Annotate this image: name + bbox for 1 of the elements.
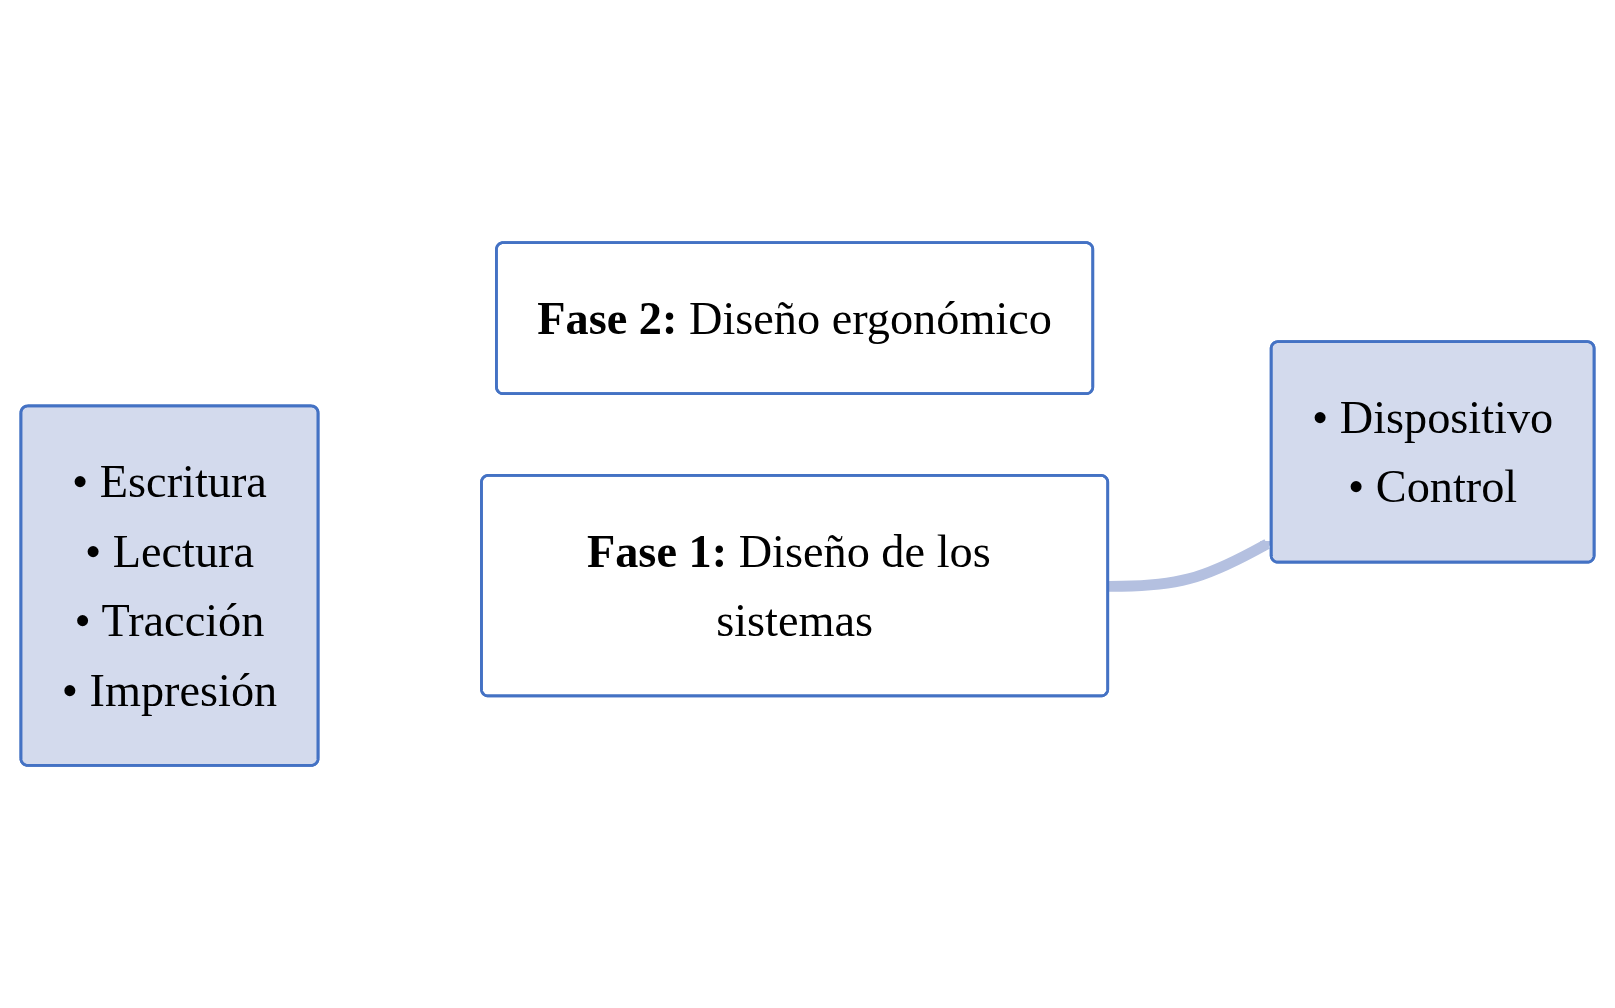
diagram: • Escritura • Lectura • Tracción • Impresión Fase 1: Diseño de los sistemas Fase 2: Diseño ergonómico • Dispositivo • Control [0, 0, 1615, 1008]
